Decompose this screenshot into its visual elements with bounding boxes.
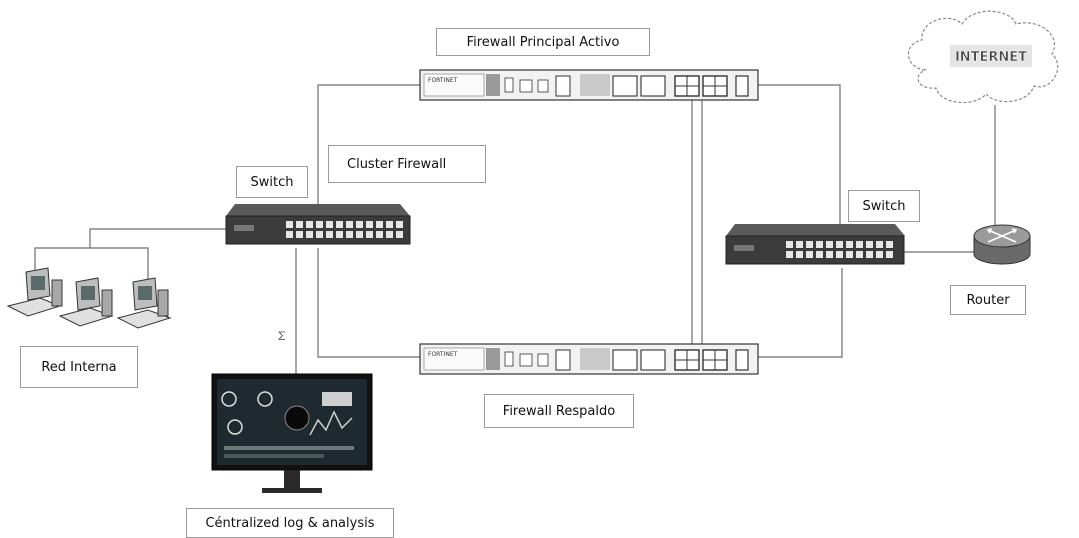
link-fw-respaldo-to-switch-right [758, 268, 843, 358]
router-label: Router [950, 285, 1026, 315]
red-interna-label: Red Interna [20, 346, 138, 388]
pc-icon [6, 267, 63, 317]
firewall-principal-device: FORTINET [419, 69, 759, 101]
link-switch-left-to-pcs [34, 228, 228, 280]
centralized-log-label: Céntralized log & analysis [186, 508, 394, 538]
cluster-firewall-label: Cluster Firewall [328, 145, 486, 183]
switch-right-device [725, 224, 905, 265]
switch-left-label: Switch [236, 166, 308, 198]
link-fw-principal-to-switch-left [317, 84, 420, 220]
firewall-respaldo-brand: FORTINET [428, 351, 458, 358]
monitor-icon [211, 373, 373, 493]
router-icon [973, 224, 1031, 265]
connection-lines [34, 84, 996, 375]
link-switch-left-to-fw-respaldo [317, 248, 420, 358]
stray-mark: Σ [278, 329, 285, 343]
switch-left-device [225, 204, 411, 245]
pc-icon [116, 277, 172, 329]
link-fw-principal-to-switch-right [758, 84, 841, 225]
internet-cloud: INTERNET [907, 10, 1059, 104]
pc-icon [58, 277, 114, 327]
firewall-respaldo-device: FORTINET [419, 343, 759, 375]
firewall-principal-label: Firewall Principal Activo [436, 28, 650, 56]
firewall-principal-brand: FORTINET [428, 77, 458, 84]
internet-label: INTERNET [955, 50, 1027, 65]
switch-right-label: Switch [848, 190, 920, 222]
firewall-respaldo-label: Firewall Respaldo [484, 394, 634, 428]
